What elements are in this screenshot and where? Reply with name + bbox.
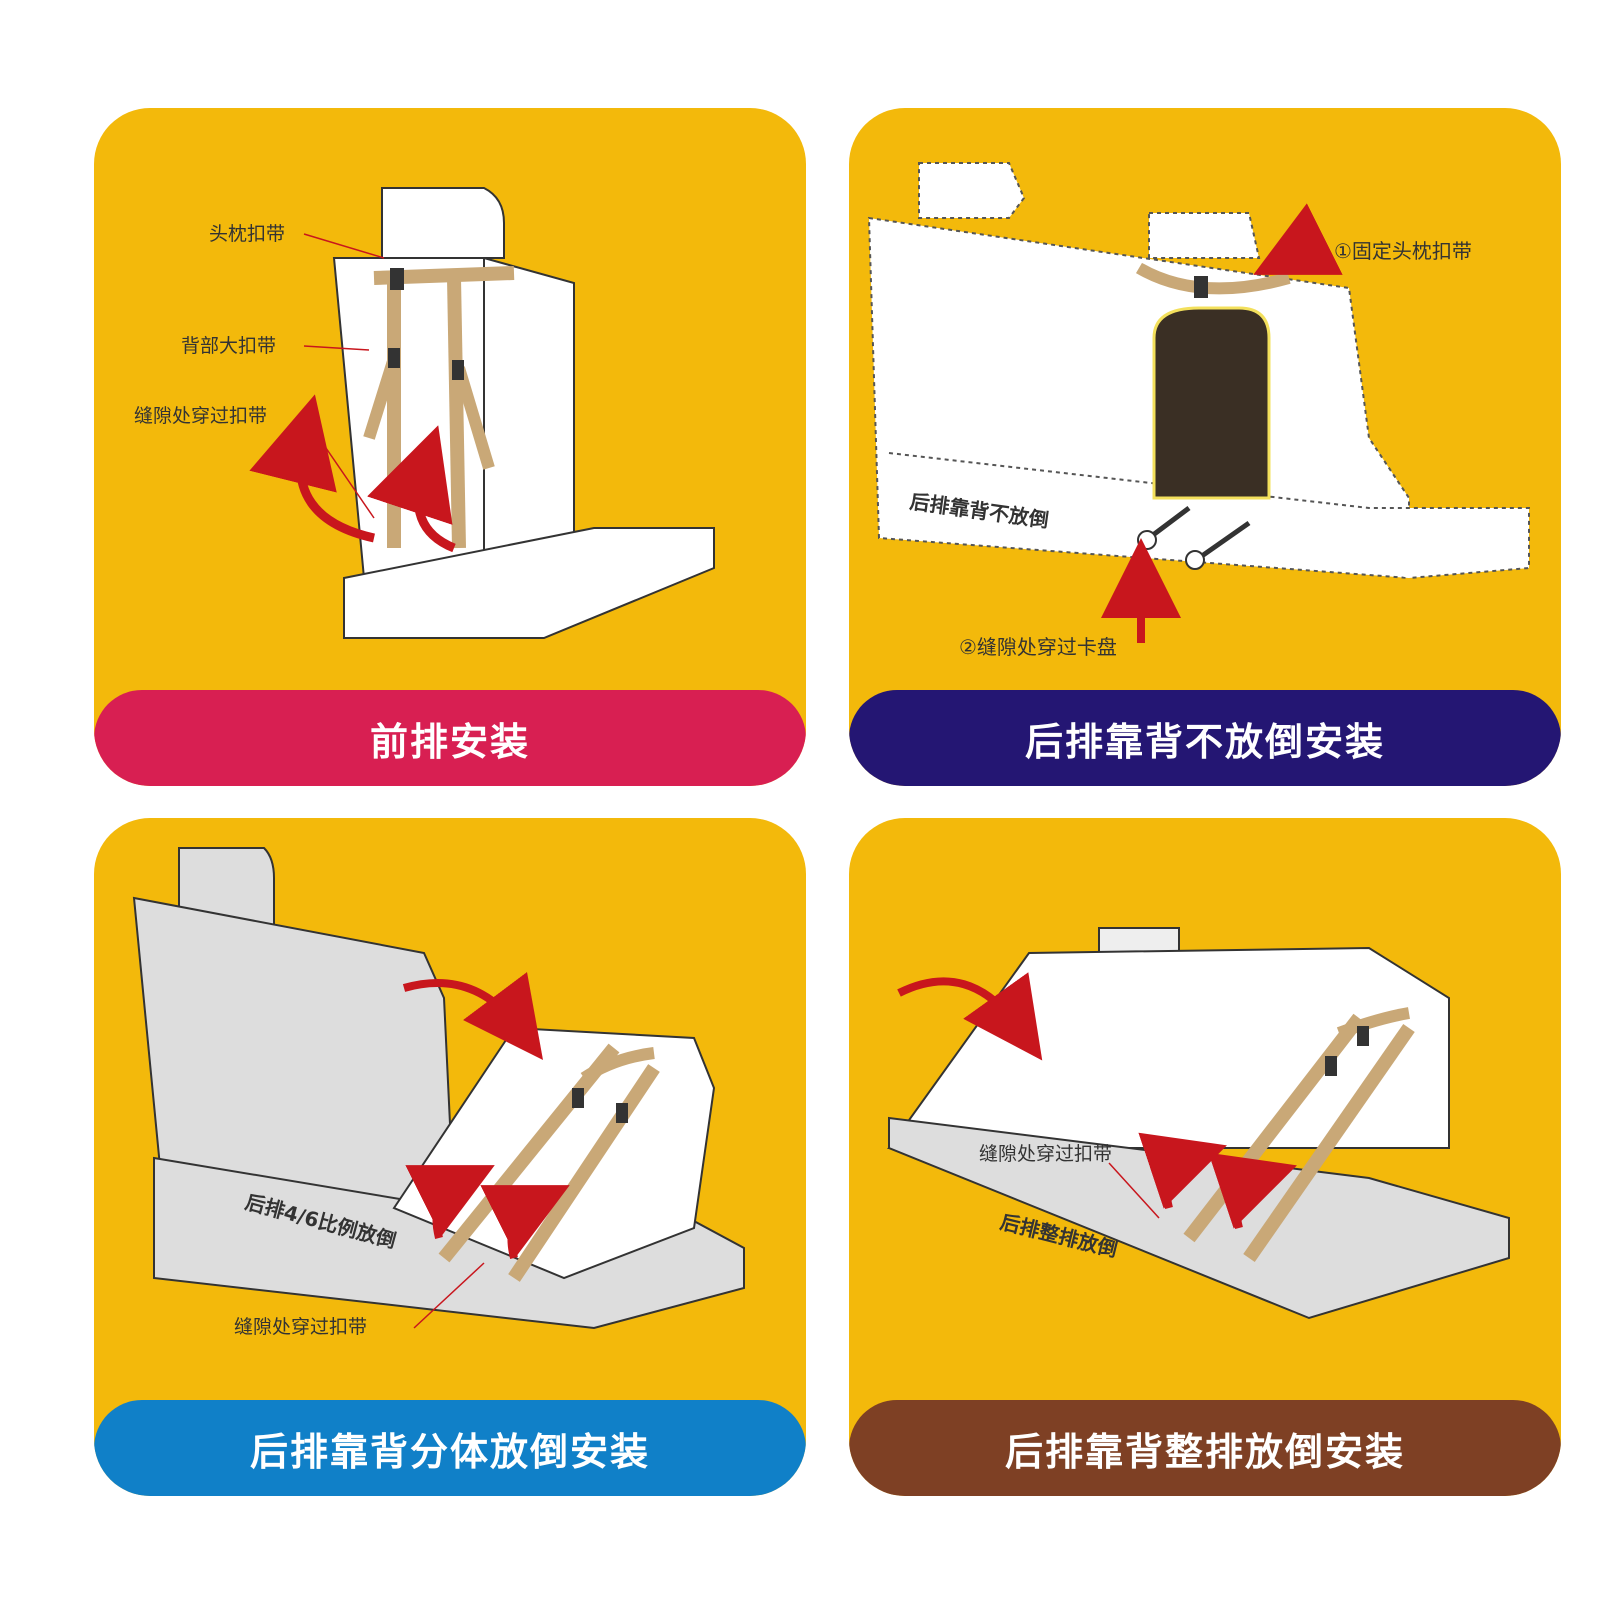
red-arrow-icon <box>402 971 544 1060</box>
anchor-disc <box>1185 550 1205 570</box>
panel-rear-split-fold: 缝隙处穿过扣带 后排4/6比例放倒 后排靠背分体放倒安装 <box>94 818 806 1496</box>
banner-text: 后排靠背分体放倒安装 <box>249 1429 650 1474</box>
banner-text: 前排安装 <box>369 719 530 764</box>
red-arrow-icon <box>1138 1132 1227 1209</box>
buckle <box>572 1088 584 1108</box>
seat-cushion-shape <box>343 527 715 639</box>
folded-backrest-shape <box>132 896 456 1209</box>
banner-text: 后排靠背整排放倒安装 <box>1004 1429 1405 1474</box>
panel-rear-upright: ①固定头枕扣带 ②缝隙处穿过卡盘 后排靠背不放倒 后排靠背不放倒安装 <box>849 108 1561 786</box>
rear-split-illustration: 缝隙处穿过扣带 后排4/6比例放倒 <box>132 847 745 1338</box>
label-back-strap: 背部大扣带 <box>181 335 276 357</box>
red-arrow-icon <box>367 425 456 553</box>
buckle <box>616 1103 628 1123</box>
rear-full-illustration: 缝隙处穿过扣带 后排整排放倒 <box>887 927 1510 1320</box>
label-gap-strap: 缝隙处穿过扣带 <box>979 1143 1112 1165</box>
back-buckle-right <box>452 360 464 380</box>
red-arrow-icon <box>1253 203 1343 275</box>
banner-text: 后排靠背不放倒安装 <box>1024 719 1385 764</box>
red-arrow-icon <box>897 972 1043 1061</box>
buckle <box>1357 1026 1369 1046</box>
red-arrow-icon <box>1208 1152 1297 1229</box>
red-arrow-icon <box>480 1185 570 1259</box>
anchor-disc <box>1137 530 1157 550</box>
headrest-buckle <box>1194 276 1208 298</box>
panel-front-seat: 头枕扣带 背部大扣带 缝隙处穿过扣带 前排安装 <box>94 108 806 786</box>
red-arrow-icon <box>249 394 375 543</box>
banner-front-install: 前排安装 <box>94 690 806 786</box>
anchor-rods <box>1147 506 1251 561</box>
back-buckle-left <box>388 348 400 368</box>
banner-rear-split-install: 后排靠背分体放倒安装 <box>94 1400 806 1496</box>
label-step2: ②缝隙处穿过卡盘 <box>959 635 1117 659</box>
front-seat-illustration: 头枕扣带 背部大扣带 缝隙处穿过扣带 <box>134 187 715 639</box>
seat-back-protector <box>1152 306 1271 500</box>
folded-backrest-shape <box>887 946 1450 1149</box>
red-arrow-icon <box>405 1165 495 1239</box>
headrest-shape <box>381 187 505 259</box>
back-strap-right <box>447 277 466 549</box>
label-step1: ①固定头枕扣带 <box>1334 239 1472 263</box>
label-gap-strap: 缝隙处穿过扣带 <box>134 405 267 427</box>
headrest-buckle <box>390 268 404 290</box>
banner-rear-upright-install: 后排靠背不放倒安装 <box>849 690 1561 786</box>
label-gap-strap: 缝隙处穿过扣带 <box>234 1316 367 1338</box>
banner-rear-full-install: 后排靠背整排放倒安装 <box>849 1400 1561 1496</box>
label-headrest-strap: 头枕扣带 <box>209 223 285 245</box>
buckle <box>1325 1056 1337 1076</box>
rear-upright-illustration: ①固定头枕扣带 ②缝隙处穿过卡盘 后排靠背不放倒 <box>867 162 1530 659</box>
rear-bench-shape <box>867 162 1530 580</box>
panel-rear-full-fold: 缝隙处穿过扣带 后排整排放倒 后排靠背整排放倒安装 <box>849 818 1561 1496</box>
